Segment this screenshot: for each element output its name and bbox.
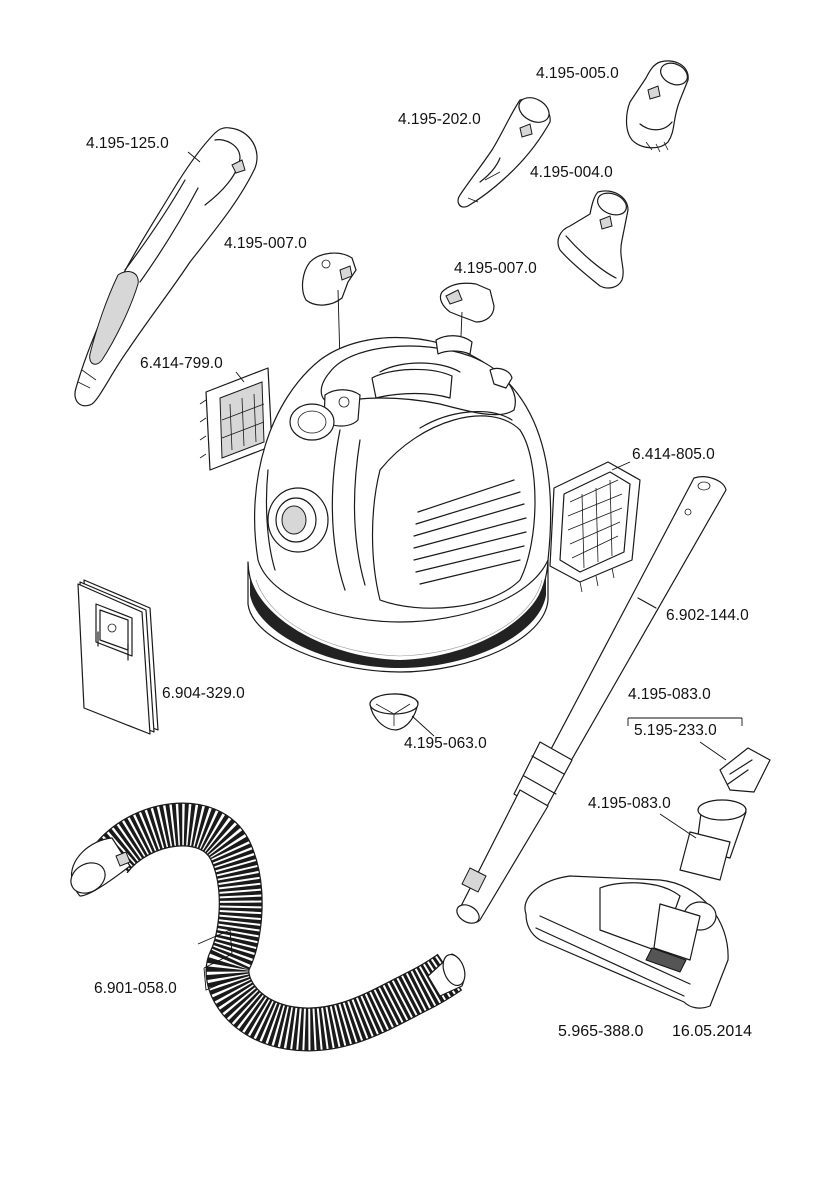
top-cover-drawing xyxy=(439,282,495,337)
drawing-date: 16.05.2014 xyxy=(672,1023,752,1040)
float-drawing xyxy=(369,693,435,737)
floor-nozzle-drawing xyxy=(524,747,771,1009)
label-float: 4.195-063.0 xyxy=(404,735,487,752)
label-hose: 6.901-058.0 xyxy=(94,980,177,997)
label-floor-nozzle-clip-a: 4.195-083.0 xyxy=(628,686,711,703)
label-upholstery-nozzle: 4.195-005.0 xyxy=(536,65,619,82)
crevice-nozzle-drawing xyxy=(557,190,629,289)
label-tube-adapter: 4.195-202.0 xyxy=(398,111,481,128)
label-exhaust-filter: 6.414-805.0 xyxy=(632,446,715,463)
hose-drawing xyxy=(70,802,466,1052)
label-floor-nozzle-clip-b: 5.195-233.0 xyxy=(634,722,717,739)
label-crevice-nozzle: 4.195-004.0 xyxy=(530,164,613,181)
label-motor-filter: 6.414-799.0 xyxy=(140,355,223,372)
label-cover-top: 4.195-007.0 xyxy=(454,260,537,277)
label-handle: 4.195-125.0 xyxy=(86,135,169,152)
drawing-number: 5.965-388.0 xyxy=(558,1023,644,1040)
tube-adapter-drawing xyxy=(457,97,551,208)
filter-bags-drawing xyxy=(77,579,159,735)
label-floor-nozzle-joint: 4.195-083.0 xyxy=(588,795,671,812)
motor-filter-drawing xyxy=(199,367,273,471)
label-suction-tube: 6.902-144.0 xyxy=(666,607,749,624)
upholstery-nozzle-drawing xyxy=(625,60,689,153)
handle-drawing xyxy=(74,127,258,407)
vacuum-body-drawing xyxy=(247,335,552,673)
label-cover-left: 4.195-007.0 xyxy=(224,235,307,252)
left-cover-drawing xyxy=(301,252,357,399)
vent-grille xyxy=(413,479,527,585)
label-filter-bags: 6.904-329.0 xyxy=(162,685,245,702)
exhaust-filter-drawing xyxy=(549,461,641,593)
suction-tube-drawing xyxy=(456,476,727,924)
